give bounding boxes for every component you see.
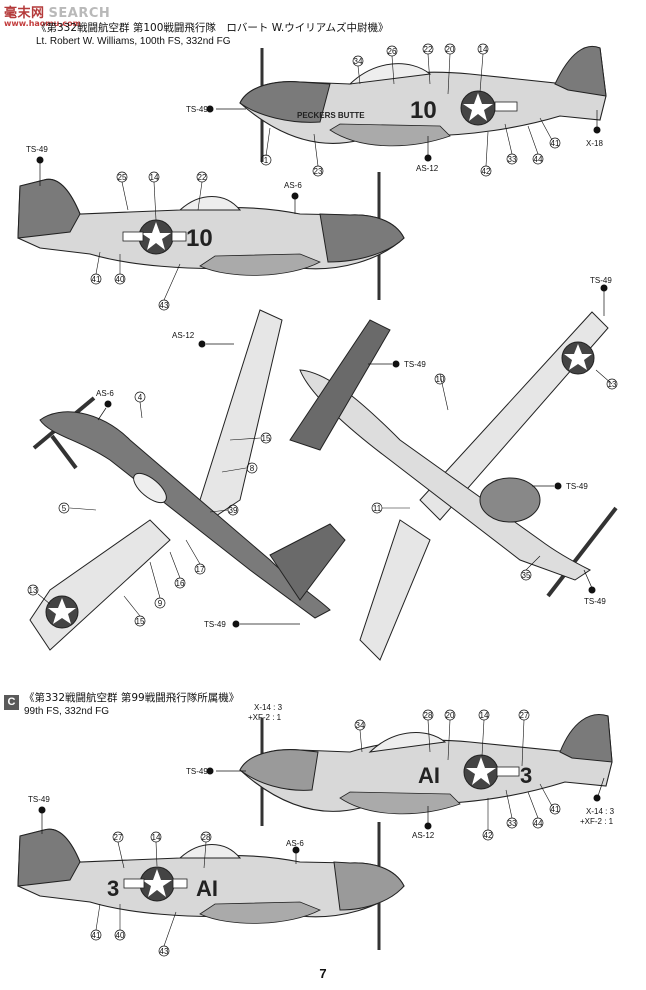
- paint-as12-2: AS-12: [172, 331, 195, 340]
- paint-ts49-4: TS-49: [590, 276, 612, 285]
- callout-b1-26: 26: [388, 47, 397, 56]
- callout-b4-10: 10: [436, 375, 445, 384]
- watermark-url: www.haomu.com: [4, 19, 81, 28]
- callout-b2-40: 40: [116, 275, 125, 284]
- paint-as6-1: AS-6: [284, 181, 302, 190]
- aircraft-b-right-view: 10 PECKERS BUTTE: [239, 45, 607, 162]
- aircraft-b-nose-art: PECKERS BUTTE: [297, 111, 365, 120]
- aircraft-c-code-b-side-2: 3: [107, 876, 119, 901]
- paint-xf2-mix-2: +XF-2 : 1: [580, 817, 614, 826]
- callout-b1-22: 22: [424, 45, 433, 54]
- callout-b3-16: 16: [176, 579, 185, 588]
- paint-as12-3: AS-12: [412, 831, 435, 840]
- callout-b1-1: 1: [264, 156, 269, 165]
- aircraft-b-top-view: [29, 309, 346, 651]
- callout-b1-44: 44: [534, 155, 543, 164]
- section-c-title-en: 99th FS, 332nd FG: [24, 706, 110, 717]
- paint-ts49-5: TS-49: [566, 482, 588, 491]
- callout-b3-17: 17: [196, 565, 205, 574]
- callout-c1-33: 33: [508, 819, 517, 828]
- aircraft-c-code-a-side-2: AI: [196, 876, 218, 901]
- callout-c2-28: 28: [202, 833, 211, 842]
- aircraft-b-code-side-1: 10: [410, 97, 437, 124]
- aircraft-b-code-side-2: 10: [186, 225, 213, 252]
- callout-c1-28: 28: [424, 711, 433, 720]
- callout-b2-25: 25: [118, 173, 127, 182]
- watermark-en: SEARCH: [48, 6, 111, 21]
- callout-b3-15a: 15: [262, 434, 271, 443]
- callout-b1-23: 23: [314, 167, 323, 176]
- callout-c1-34: 34: [356, 721, 365, 730]
- aircraft-c-code-a-side-1: AI: [418, 763, 440, 788]
- callout-b4-11: 11: [373, 504, 382, 513]
- callout-c1-20: 20: [446, 711, 455, 720]
- callout-b2-14: 14: [150, 173, 159, 182]
- callout-b1-33: 33: [508, 155, 517, 164]
- callout-b3-5: 5: [62, 504, 67, 513]
- callout-b1-42: 42: [482, 167, 491, 176]
- callout-b4-35: 35: [522, 571, 531, 580]
- callout-b1-34: 34: [354, 57, 363, 66]
- section-c-header: 《第332戦闘航空群 第99戦闘飛行隊所属機》 99th FS, 332nd F…: [24, 692, 239, 718]
- aircraft-b-bottom-view: [289, 311, 618, 661]
- watermark-cn: 毫末网: [4, 6, 45, 21]
- callout-b3-15b: 15: [136, 617, 145, 626]
- callout-b1-20: 20: [446, 45, 455, 54]
- callout-c1-44: 44: [534, 819, 543, 828]
- paint-ts49-1: TS-49: [186, 105, 208, 114]
- callout-b3-9: 9: [158, 599, 163, 608]
- paint-as12-1: AS-12: [416, 164, 439, 173]
- callout-c2-40: 40: [116, 931, 125, 940]
- callout-c1-42: 42: [484, 831, 493, 840]
- callout-b1-41: 41: [551, 139, 560, 148]
- paint-ts49-2: TS-49: [26, 145, 48, 154]
- section-c-badge: C: [4, 695, 19, 710]
- aircraft-c-right-view: AI 3: [239, 714, 613, 826]
- callout-c2-14: 14: [152, 833, 161, 842]
- callout-b3-8: 8: [250, 464, 255, 473]
- callout-b4-13: 13: [608, 380, 617, 389]
- callout-b2-22: 22: [198, 173, 207, 182]
- paint-as6-2: AS-6: [96, 389, 114, 398]
- callout-b2-41: 41: [92, 275, 101, 284]
- callout-b1-14: 14: [479, 45, 488, 54]
- paint-ts49-3: TS-49: [404, 360, 426, 369]
- callout-c1-14: 14: [480, 711, 489, 720]
- paint-x18: X-18: [586, 139, 603, 148]
- aircraft-b-left-view: 10: [17, 172, 405, 300]
- section-c-title-jp: 《第332戦闘航空群 第99戦闘飛行隊所属機》: [24, 692, 240, 704]
- callout-b3-13: 13: [29, 586, 38, 595]
- paint-ts49-7: TS-49: [204, 620, 226, 629]
- paint-x14-mix-2: X-14 : 3: [586, 807, 615, 816]
- aircraft-c-left-view: 3 AI: [17, 822, 405, 950]
- callout-b3-39: 39: [229, 506, 238, 515]
- paint-ts49-9: TS-49: [28, 795, 50, 804]
- section-b-title-jp: 《第332戦闘航空群 第100戦闘飛行隊 ロバート W.ウイリアムズ中尉機》: [36, 22, 389, 34]
- aircraft-c-code-b-side-1: 3: [520, 763, 532, 788]
- page-number: 7: [319, 966, 327, 981]
- callout-b3-4: 4: [138, 393, 143, 402]
- paint-as6-3: AS-6: [286, 839, 304, 848]
- section-b-header: 《第332戦闘航空群 第100戦闘飛行隊 ロバート W.ウイリアムズ中尉機》 L…: [36, 22, 389, 48]
- callout-c2-41: 41: [92, 931, 101, 940]
- callout-c2-43: 43: [160, 947, 169, 956]
- section-b-title-en: Lt. Robert W. Williams, 100th FS, 332nd …: [36, 36, 231, 47]
- paint-ts49-8: TS-49: [186, 767, 208, 776]
- paint-ts49-6: TS-49: [584, 597, 606, 606]
- callout-b2-43: 43: [160, 301, 169, 310]
- callout-c1-41: 41: [551, 805, 560, 814]
- callout-c2-27: 27: [114, 833, 123, 842]
- paint-xf2-mix-1: +XF-2 : 1: [248, 713, 282, 722]
- paint-x14-mix-1: X-14 : 3: [254, 703, 283, 712]
- callout-c1-27: 27: [520, 711, 529, 720]
